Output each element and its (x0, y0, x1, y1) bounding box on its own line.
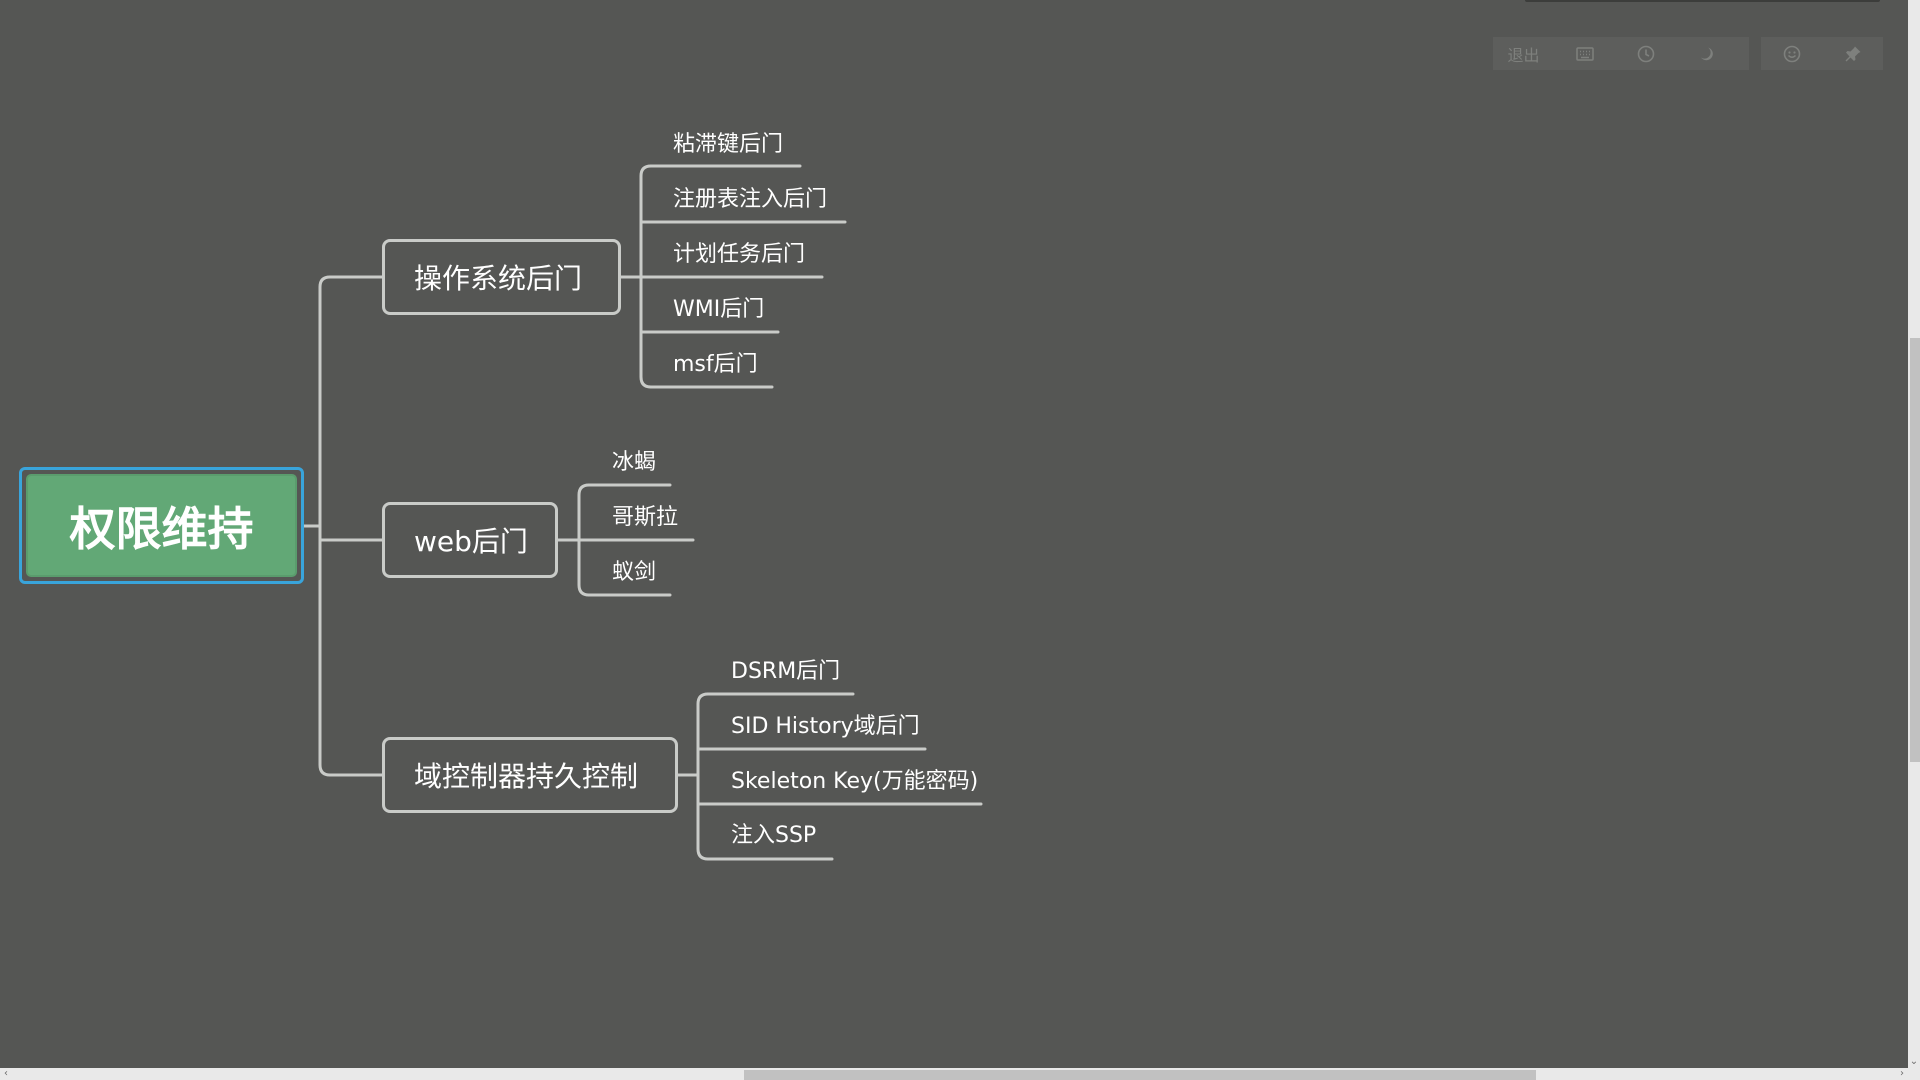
exit-button-label: 退出 (1507, 45, 1540, 65)
branch-node-label: web后门 (414, 525, 528, 558)
root-selection-outline (19, 467, 304, 584)
toolbar-group-secondary (1761, 37, 1883, 70)
dark-mode-button[interactable] (1676, 37, 1737, 70)
leaf-node[interactable]: 注册表注入后门 (673, 187, 828, 212)
smiley-icon (1783, 45, 1801, 63)
pin-button[interactable] (1822, 37, 1883, 70)
branch-node-web-backdoor[interactable]: web后门 (382, 502, 558, 578)
keyboard-icon (1575, 46, 1594, 61)
scroll-down-arrow-icon[interactable]: ⌄ (1909, 1056, 1919, 1067)
scrollbar-corner (1908, 1068, 1920, 1080)
root-node[interactable]: 权限维持 (26, 474, 297, 577)
leaf-node[interactable]: 冰蝎 (612, 450, 657, 475)
branch-node-label: 操作系统后门 (414, 262, 583, 295)
branch-node-domain-controller[interactable]: 域控制器持久控制 (382, 737, 678, 813)
toolbar-group-main: 退出 (1493, 37, 1749, 70)
pin-icon (1844, 45, 1862, 63)
leaf-node[interactable]: 注入SSP (731, 823, 817, 848)
leaf-node[interactable]: SID History域后门 (731, 714, 920, 739)
leaf-node[interactable]: 哥斯拉 (612, 505, 679, 530)
top-edge-shadow (1525, 0, 1880, 2)
scroll-left-arrow-icon[interactable]: ‹ (4, 1068, 8, 1079)
leaf-node[interactable]: DSRM后门 (731, 659, 841, 684)
moon-icon (1699, 46, 1715, 62)
branch-node-os-backdoor[interactable]: 操作系统后门 (382, 239, 621, 315)
clock-icon (1637, 45, 1655, 63)
leaf-node[interactable]: 计划任务后门 (673, 242, 806, 267)
root-node-label: 权限维持 (69, 501, 254, 556)
leaf-node[interactable]: Skeleton Key(万能密码) (731, 769, 979, 794)
horizontal-scrollbar-thumb[interactable] (744, 1070, 1536, 1080)
leaf-node[interactable]: 蚁剑 (612, 560, 657, 585)
emoji-button[interactable] (1761, 37, 1822, 70)
exit-button[interactable]: 退出 (1493, 37, 1554, 70)
keyboard-button[interactable] (1554, 37, 1615, 70)
leaf-node[interactable]: WMI后门 (673, 297, 765, 322)
branch-node-label: 域控制器持久控制 (414, 760, 639, 793)
scroll-right-arrow-icon[interactable]: › (1900, 1068, 1904, 1079)
history-button[interactable] (1615, 37, 1676, 70)
leaf-node[interactable]: 粘滞键后门 (673, 132, 784, 157)
vertical-scrollbar-thumb[interactable] (1910, 338, 1920, 762)
leaf-node[interactable]: msf后门 (673, 352, 758, 377)
